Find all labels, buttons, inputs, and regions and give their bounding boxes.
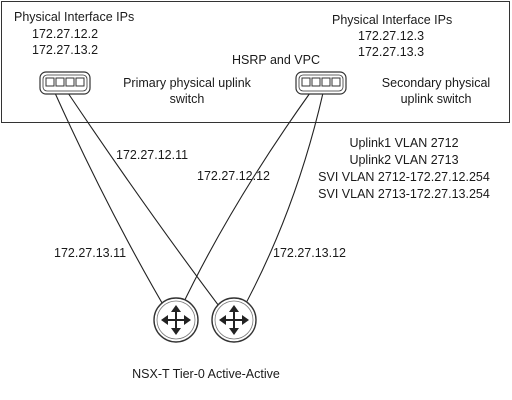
secondary-switch-icon bbox=[295, 71, 347, 95]
uplink-cables bbox=[54, 92, 324, 321]
link-right-switch-to-right-router bbox=[237, 92, 324, 319]
primary-switch-label-line1: Primary physical uplink bbox=[123, 76, 251, 90]
vlan-info-line-1: Uplink1 VLAN 2712 bbox=[349, 136, 459, 150]
tier0-caption: NSX-T Tier-0 Active-Active bbox=[132, 367, 280, 381]
secondary-switch-label-line2: uplink switch bbox=[400, 92, 472, 106]
link-left-switch-to-right-router bbox=[67, 92, 229, 319]
link-left-switch-to-left-router-a bbox=[54, 92, 173, 321]
link-label-172-27-12-11: 172.27.12.11 bbox=[116, 148, 189, 162]
vlan-info-line-2: Uplink2 VLAN 2713 bbox=[349, 153, 459, 167]
right-switch-ip-header: Physical Interface IPs bbox=[332, 13, 453, 27]
link-right-switch-to-left-router bbox=[179, 92, 311, 311]
left-switch-ip-2: 172.27.13.2 bbox=[32, 43, 99, 57]
right-switch-ip-2: 172.27.13.3 bbox=[358, 45, 425, 59]
tier0-router-left-icon bbox=[153, 297, 199, 343]
tier0-router-right-icon bbox=[211, 297, 257, 343]
link-label-172-27-12-12: 172.27.12.12 bbox=[197, 169, 270, 183]
left-switch-ip-header: Physical Interface IPs bbox=[14, 10, 135, 24]
left-switch-ip-1: 172.27.12.2 bbox=[32, 27, 99, 41]
primary-switch-icon bbox=[39, 71, 91, 95]
secondary-switch-label-line1: Secondary physical bbox=[381, 76, 491, 90]
right-switch-ip-1: 172.27.12.3 bbox=[358, 29, 425, 43]
hsrp-vpc-label: HSRP and VPC bbox=[232, 53, 321, 67]
switch-enclosure bbox=[1, 1, 510, 123]
link-label-172-27-13-11: 172.27.13.11 bbox=[54, 246, 127, 260]
primary-switch-label-line2: switch bbox=[169, 92, 205, 106]
vlan-info-line-3: SVI VLAN 2712-172.27.12.254 bbox=[318, 170, 490, 184]
link-label-172-27-13-12: 172.27.13.12 bbox=[273, 246, 346, 260]
vlan-info-line-4: SVI VLAN 2713-172.27.13.254 bbox=[318, 187, 490, 201]
